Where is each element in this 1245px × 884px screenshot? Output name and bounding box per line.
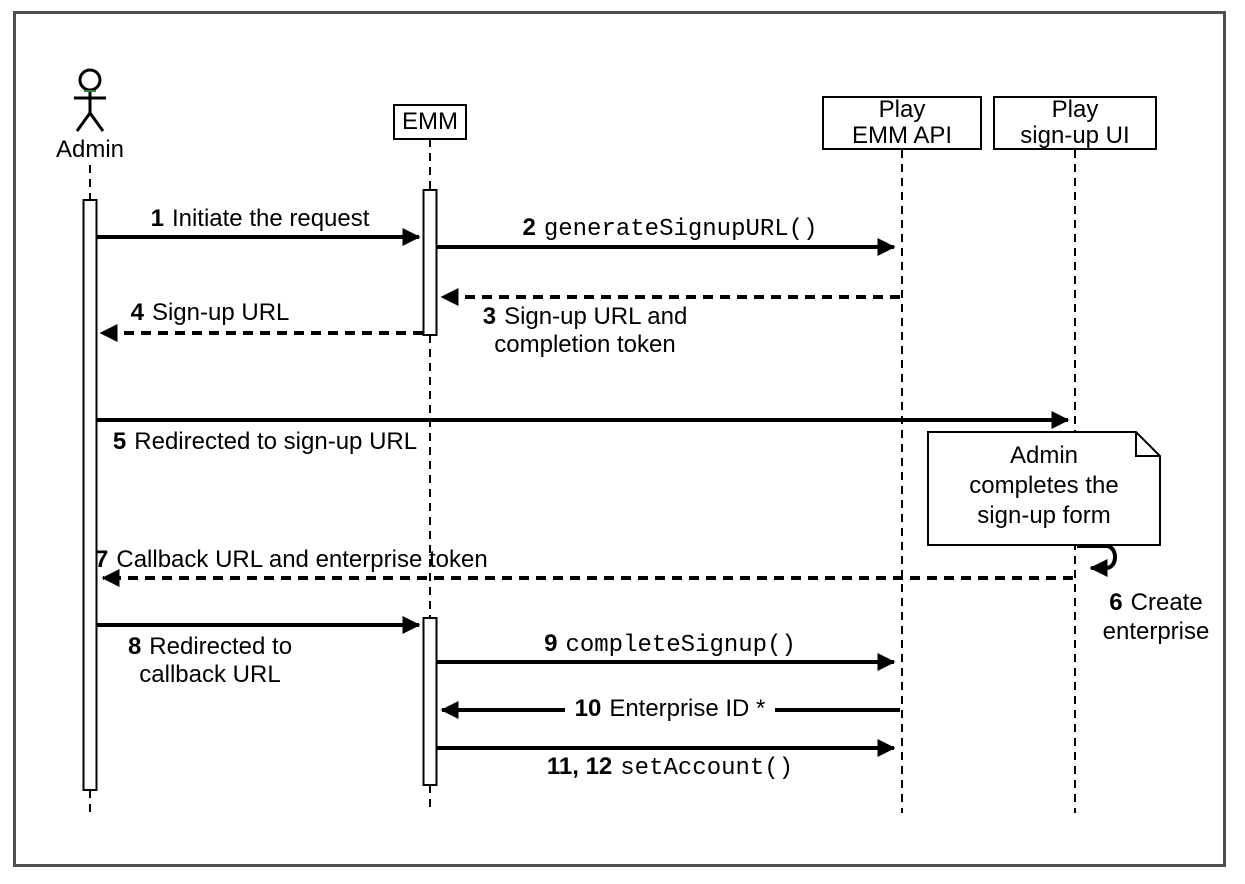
activation-bar-emm-2 bbox=[422, 617, 438, 786]
participant-play-signup-ui-line1: Play bbox=[1051, 96, 1099, 123]
participant-emm-label: EMM bbox=[402, 108, 458, 135]
message-6-self-arrow bbox=[1077, 544, 1117, 577]
participant-play-signup-ui-line2: sign-up UI bbox=[1020, 122, 1130, 149]
participant-play-signup-ui-box: Play sign-up UI bbox=[993, 96, 1157, 150]
activation-bar-emm-1 bbox=[422, 189, 438, 336]
participant-play-emm-api-box: Play EMM API bbox=[822, 96, 982, 150]
activation-bar-admin bbox=[82, 199, 98, 791]
note-text: Admin completes the sign-up form bbox=[969, 442, 1119, 529]
participant-play-emm-api-line1: Play bbox=[878, 96, 926, 123]
note-box bbox=[927, 431, 1161, 546]
participant-admin-label: Admin bbox=[55, 136, 125, 163]
participant-emm-box: EMM bbox=[393, 104, 467, 140]
note-fold-corner bbox=[1135, 432, 1160, 457]
participant-play-emm-api-line2: EMM API bbox=[851, 122, 953, 149]
actor-admin-icon bbox=[74, 68, 106, 132]
